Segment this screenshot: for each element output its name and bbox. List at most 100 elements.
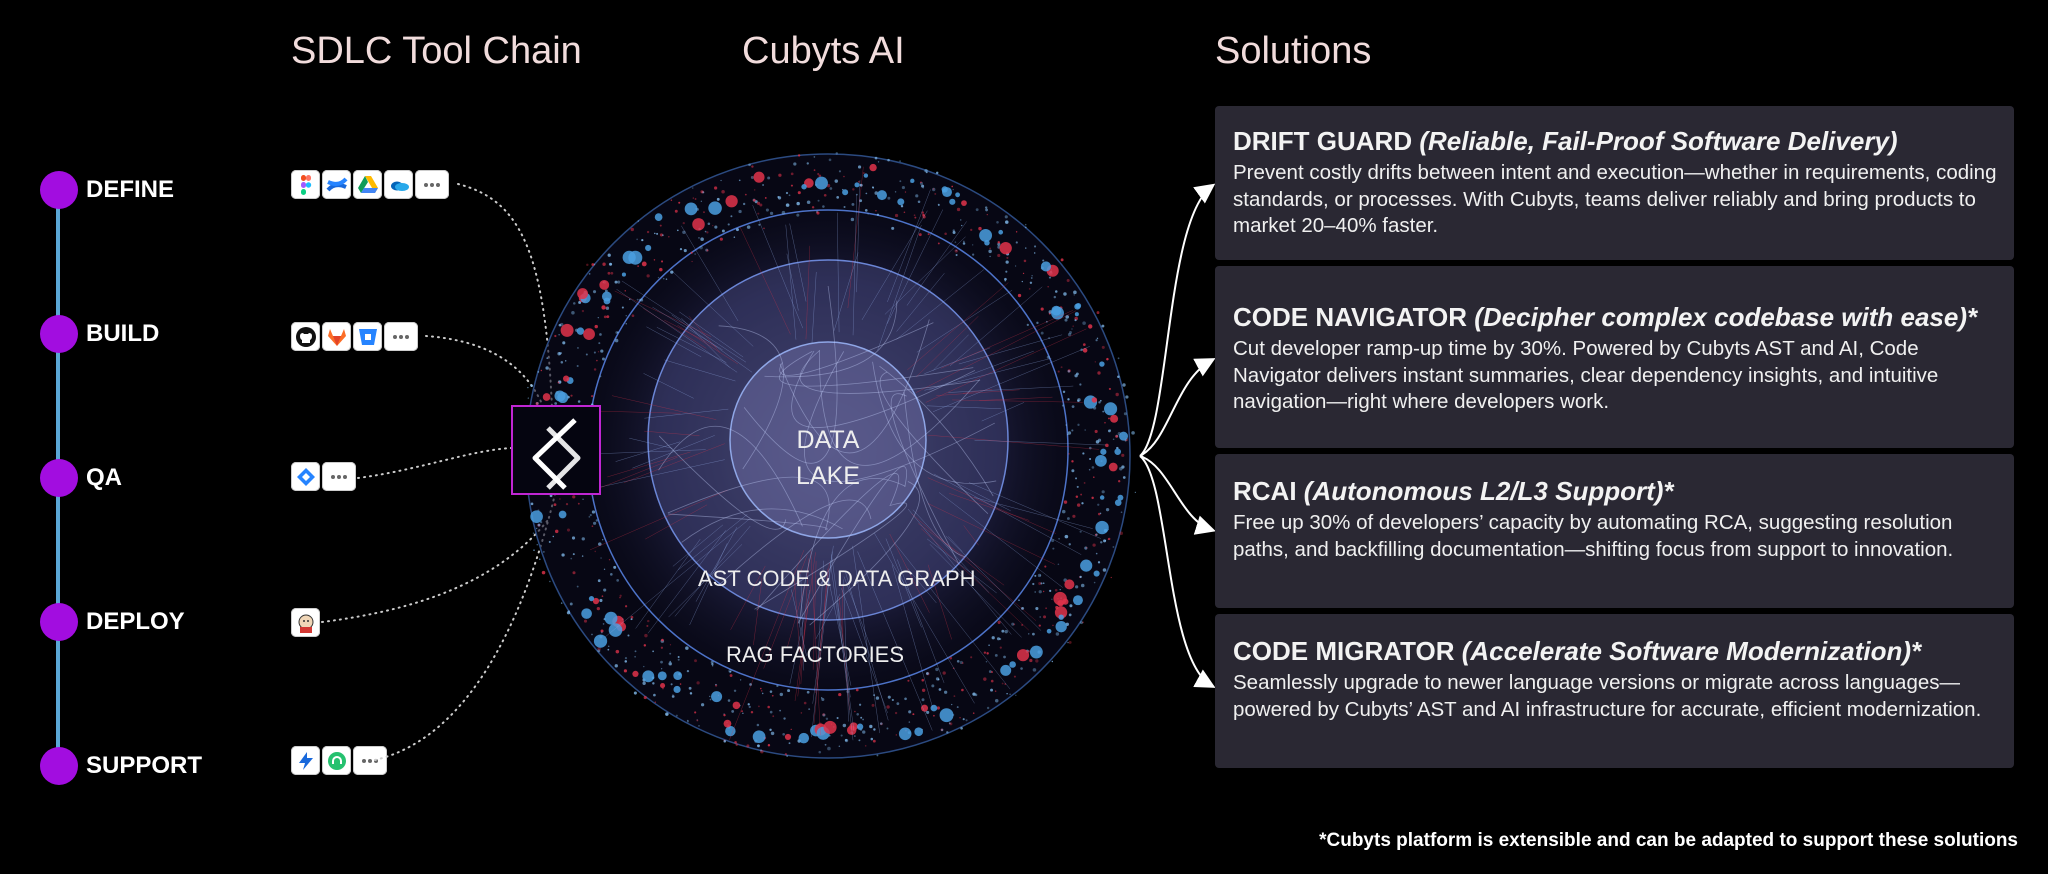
more-icon[interactable] — [415, 170, 449, 199]
mesh-line — [927, 564, 952, 640]
solution-card-drift-guard: DRIFT GUARD (Reliable, Fail-Proof Softwa… — [1215, 106, 2014, 260]
particle — [554, 529, 559, 534]
particle — [1082, 621, 1084, 624]
mesh-line — [791, 589, 807, 657]
mesh-line — [597, 449, 706, 455]
particle — [588, 273, 591, 275]
particle — [1097, 561, 1101, 564]
particle — [1105, 443, 1109, 448]
particle — [527, 386, 529, 389]
particle — [806, 162, 809, 165]
particle — [1067, 641, 1069, 644]
particle — [962, 718, 965, 721]
solution-name: DRIFT GUARD — [1233, 126, 1413, 156]
particle — [840, 734, 843, 737]
mesh-line — [646, 326, 702, 358]
particle — [597, 649, 601, 653]
particle — [758, 223, 761, 226]
particle — [1123, 412, 1127, 416]
particle — [576, 364, 579, 367]
mesh-line — [607, 451, 691, 478]
particle — [869, 724, 873, 729]
particle — [1004, 215, 1008, 219]
particle — [1018, 599, 1020, 602]
mesh-line — [623, 443, 725, 483]
particle — [1089, 446, 1092, 450]
particle — [806, 200, 811, 205]
particle — [1101, 345, 1105, 349]
particle-node — [577, 288, 589, 300]
particle — [1107, 538, 1110, 541]
particle — [1006, 692, 1008, 695]
solution-tagline: (Reliable, Fail-Proof Software Delivery) — [1419, 126, 1898, 156]
particle — [1073, 290, 1077, 295]
particle — [557, 351, 561, 356]
particle — [873, 694, 876, 697]
particle — [630, 618, 633, 621]
particle — [986, 652, 989, 655]
particle-node — [949, 198, 956, 205]
particle — [972, 712, 975, 714]
particle — [696, 719, 698, 721]
particle — [1034, 574, 1037, 577]
particle — [1089, 457, 1092, 460]
more-icon[interactable] — [384, 322, 418, 351]
particle — [637, 220, 639, 222]
mesh-line — [933, 473, 1082, 555]
particle — [1125, 395, 1129, 399]
particle — [1054, 588, 1058, 592]
particle — [796, 201, 800, 206]
particle — [767, 176, 771, 180]
particle-node — [1016, 649, 1030, 662]
mesh-line — [856, 180, 861, 293]
particle — [1027, 650, 1031, 653]
particle — [1071, 460, 1074, 463]
particle — [709, 695, 711, 698]
mesh-line — [963, 525, 979, 546]
solution-card-rcai: RCAI (Autonomous L2/L3 Support)* Free up… — [1215, 454, 2014, 608]
particle — [723, 714, 726, 717]
particle — [858, 181, 860, 183]
particle — [581, 537, 585, 541]
particle-node — [1080, 559, 1093, 572]
particle — [710, 660, 714, 664]
solution-title: CODE NAVIGATOR (Decipher complex codebas… — [1233, 302, 1977, 333]
particle — [1066, 517, 1070, 520]
particle-node — [723, 719, 732, 728]
particle — [643, 644, 647, 647]
particle — [733, 689, 737, 693]
particle — [1004, 629, 1008, 634]
mesh-line — [948, 536, 963, 552]
particle — [643, 665, 645, 668]
particle — [1038, 582, 1042, 586]
particle — [577, 400, 581, 403]
particle — [678, 201, 681, 204]
particle — [1077, 398, 1081, 402]
particle — [935, 667, 939, 672]
particle — [760, 690, 763, 692]
particle — [591, 525, 594, 527]
particle — [647, 619, 650, 623]
particle — [670, 199, 673, 201]
particle-node — [725, 195, 738, 208]
mesh-line — [926, 405, 1002, 409]
particle — [700, 237, 704, 241]
particle — [813, 156, 816, 158]
stage-dot — [40, 747, 78, 785]
particle — [731, 710, 735, 713]
particle — [1096, 311, 1100, 315]
particle-node — [1055, 621, 1067, 633]
mesh-strand — [743, 285, 838, 464]
particle — [938, 204, 940, 206]
tools-support — [291, 746, 387, 775]
particle — [581, 555, 584, 557]
particle — [691, 187, 694, 189]
more-icon[interactable] — [353, 746, 387, 775]
stage-label: DEPLOY — [86, 608, 185, 635]
particle — [608, 645, 610, 647]
more-icon[interactable] — [322, 462, 356, 491]
particle — [1021, 280, 1024, 283]
mesh-line — [907, 508, 1012, 635]
particle — [704, 230, 707, 233]
mesh-line — [679, 311, 744, 358]
